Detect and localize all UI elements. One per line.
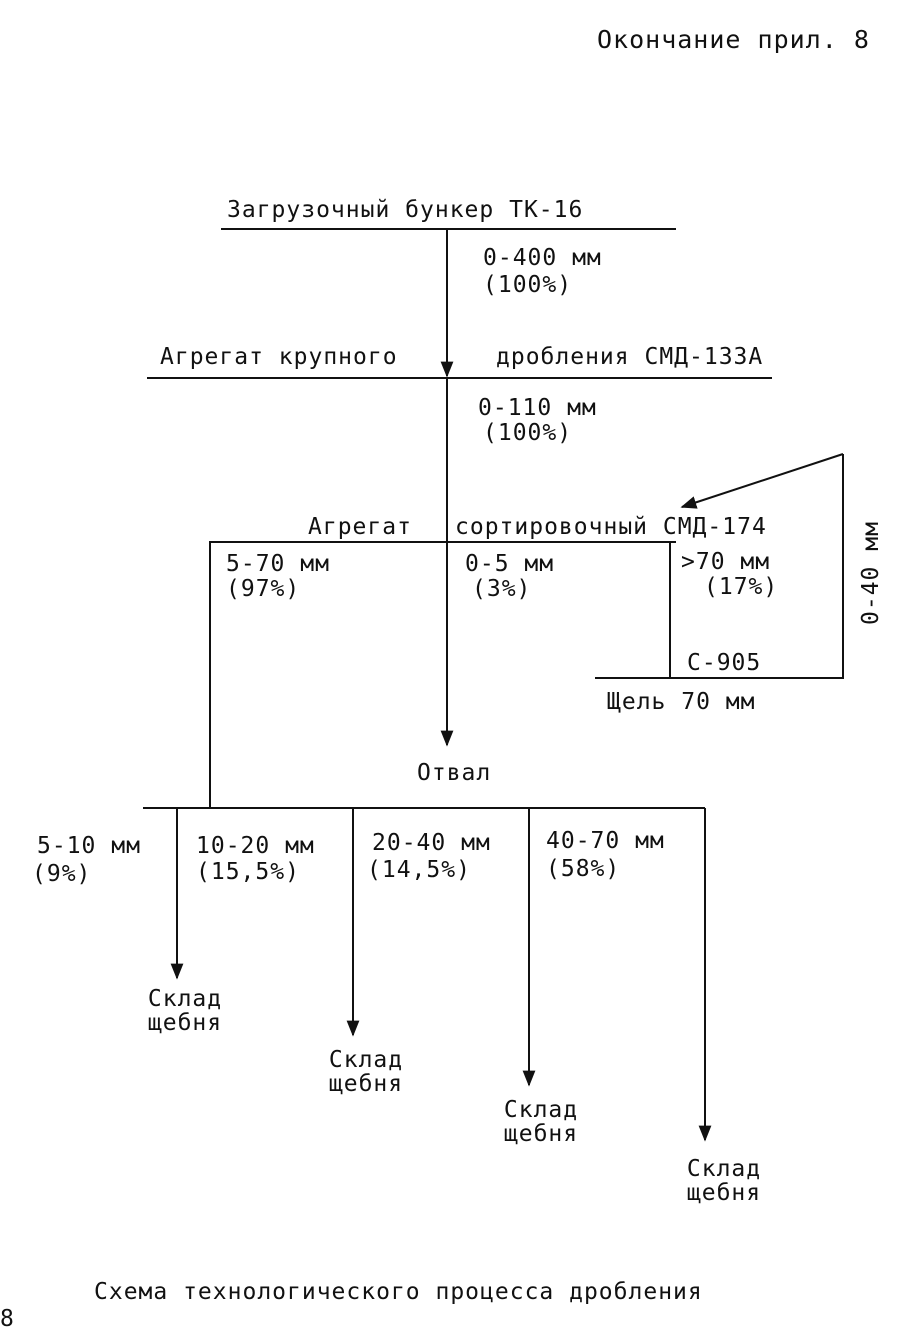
store-4-line-1: Склад [686, 1156, 762, 1182]
fraction-1-size: 5-10 мм [37, 833, 141, 859]
flow-1-size: 0-400 мм [483, 245, 602, 271]
store-1-line-1: Склад [147, 986, 223, 1012]
store-3-line-2: щебня [503, 1121, 579, 1147]
node-slot: Щель 70 мм [607, 689, 756, 715]
flow-5-percent: (17%) [704, 574, 779, 600]
node-sorter-right: сортировочный СМД-174 [455, 514, 767, 540]
node-c905: С-905 [687, 650, 762, 676]
flow-3-percent: (97%) [226, 576, 301, 602]
figure-caption: Схема технологического процесса дроблени… [94, 1279, 703, 1305]
fraction-1-percent: (9%) [32, 861, 92, 887]
node-crusher-right: дробления СМД-133А [496, 344, 764, 370]
flow-2-percent: (100%) [483, 420, 573, 446]
flow-4-percent: (3%) [472, 576, 532, 602]
store-3-line-1: Склад [503, 1097, 579, 1123]
node-crusher-left: Агрегат крупного [160, 344, 398, 370]
flow-2-size: 0-110 мм [478, 395, 597, 421]
fraction-2-percent: (15,5%) [196, 859, 300, 885]
store-2-line-1: Склад [328, 1047, 404, 1073]
store-4-line-2: щебня [686, 1180, 762, 1206]
node-sorter-left: Агрегат [308, 514, 412, 540]
fraction-3-size: 20-40 мм [372, 830, 491, 856]
flow-3-size: 5-70 мм [226, 551, 330, 577]
flow-4-size: 0-5 мм [465, 551, 555, 577]
node-hopper: Загрузочный бункер ТК-16 [227, 197, 584, 223]
fraction-4-size: 40-70 мм [546, 828, 665, 854]
node-dump: Отвал [417, 760, 492, 786]
fraction-3-percent: (14,5%) [367, 857, 471, 883]
flow-1-percent: (100%) [483, 272, 573, 298]
fraction-4-percent: (58%) [546, 856, 621, 882]
page-number: 8 [0, 1306, 15, 1332]
continuation-label: Окончание прил. 8 [597, 25, 870, 54]
fraction-2-size: 10-20 мм [196, 833, 315, 859]
store-1-line-2: щебня [147, 1010, 223, 1036]
flow-return-size: 0-40 мм [858, 521, 884, 625]
store-2-line-2: щебня [328, 1071, 404, 1097]
flow-5-size: >70 мм [681, 549, 771, 575]
return-arrow [680, 453, 844, 509]
